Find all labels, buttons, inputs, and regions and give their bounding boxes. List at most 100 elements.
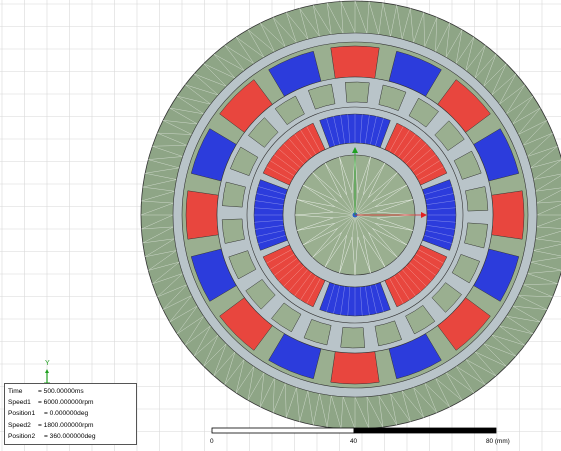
mesh-line [491, 73, 517, 96]
mesh-line [286, 12, 297, 43]
mesh-line [148, 261, 180, 271]
mesh-line [527, 146, 558, 157]
mesh-line [445, 372, 463, 401]
mesh-line [415, 160, 441, 177]
scale-bar-white-segment [211, 427, 355, 434]
mesh-line [354, 0, 368, 34]
info-row-position1: Position1 = 0.000000deg [8, 408, 133, 419]
info-label: Speed2 [8, 421, 31, 429]
mesh-line [425, 230, 454, 237]
mesh-line [523, 120, 548, 146]
mesh-line [333, 116, 340, 145]
mesh-line [256, 230, 285, 237]
mesh-line [213, 343, 227, 376]
mesh-line [415, 253, 441, 270]
mesh-line [247, 372, 265, 401]
mesh-line [483, 343, 516, 357]
mesh-line [285, 383, 287, 418]
mesh-line [354, 206, 376, 216]
mesh-line [256, 193, 285, 200]
modulator-pole-piece [374, 320, 402, 347]
mesh-line [299, 390, 309, 422]
mesh-line [235, 366, 255, 394]
mesh-line [141, 191, 175, 202]
mesh-line [331, 395, 342, 429]
mesh-line [274, 257, 298, 276]
mesh-line [145, 250, 177, 257]
mesh-line [518, 295, 553, 298]
mesh-line [354, 396, 370, 429]
mesh-line [512, 95, 534, 125]
scale-label-end: 80 (mm) [486, 438, 510, 445]
mesh-line [368, 1, 379, 35]
mesh-line [535, 187, 561, 192]
mesh-line [157, 132, 192, 135]
mesh-line [269, 253, 295, 270]
mesh-line [378, 2, 384, 35]
mesh-line [274, 154, 298, 173]
mesh-line [326, 2, 332, 35]
mesh-line [337, 201, 356, 216]
modulator-pole-piece [245, 279, 276, 310]
modulator-pole-piece [465, 186, 489, 212]
mesh-line [288, 138, 308, 161]
mesh-line [254, 219, 284, 223]
mesh-line [272, 378, 275, 413]
mesh-line [326, 2, 344, 34]
mesh-line [455, 36, 475, 64]
mesh-line [354, 194, 364, 216]
mesh-line [340, 1, 344, 34]
mesh-line [269, 160, 295, 177]
mesh-line [351, 214, 356, 237]
mesh-line [306, 278, 321, 304]
mesh-line [333, 214, 356, 219]
mesh-line [435, 17, 438, 52]
modulator-pole-piece [221, 218, 245, 244]
y-axis-arrow [352, 147, 358, 153]
modulator-pole-piece [408, 97, 439, 128]
mesh-line [365, 115, 370, 144]
mesh-line [533, 159, 561, 180]
mesh-line [533, 244, 561, 251]
modulator-pole-piece [434, 120, 465, 151]
info-label: Time [8, 388, 23, 395]
mesh-line [423, 12, 425, 47]
mesh-line [536, 204, 561, 216]
motor-cross-section[interactable] [140, 0, 561, 430]
mesh-line [341, 214, 356, 233]
mesh-line [410, 8, 414, 43]
mesh-line [393, 129, 410, 155]
scale-label-start: 0 [210, 438, 214, 445]
mesh-line [300, 129, 317, 155]
info-row-speed2: Speed2 = 1800.000000rpm [8, 420, 133, 431]
mesh-line [359, 286, 363, 316]
info-value: = 360.000000deg [44, 432, 96, 440]
mesh-line [506, 84, 525, 114]
modulator-pole-piece [248, 117, 279, 148]
mesh-line [176, 315, 204, 335]
mesh-line [536, 190, 561, 204]
simulation-info-box: Time = 500.00000ms Speed1 = 6000.000000r… [4, 383, 137, 445]
mesh-line [499, 84, 525, 105]
mesh-line [278, 262, 301, 282]
mesh-line [247, 29, 275, 52]
mesh-line [370, 116, 377, 145]
mesh-line [366, 396, 370, 429]
info-label: Position2 [8, 432, 36, 440]
mesh-line [347, 286, 351, 316]
mesh-line [445, 372, 475, 394]
mesh-line [412, 154, 436, 173]
mesh-line [142, 179, 177, 188]
mesh-line [224, 359, 245, 385]
mesh-line [157, 132, 187, 146]
mesh-line [465, 37, 475, 71]
mesh-line [337, 214, 356, 229]
mesh-line [152, 273, 183, 284]
mesh-line [333, 285, 340, 314]
x-axis-arrow [421, 212, 427, 218]
mesh-line [286, 12, 309, 40]
mesh-line [354, 214, 373, 229]
mesh-line [235, 36, 255, 64]
modulator-pole-piece [453, 150, 482, 180]
